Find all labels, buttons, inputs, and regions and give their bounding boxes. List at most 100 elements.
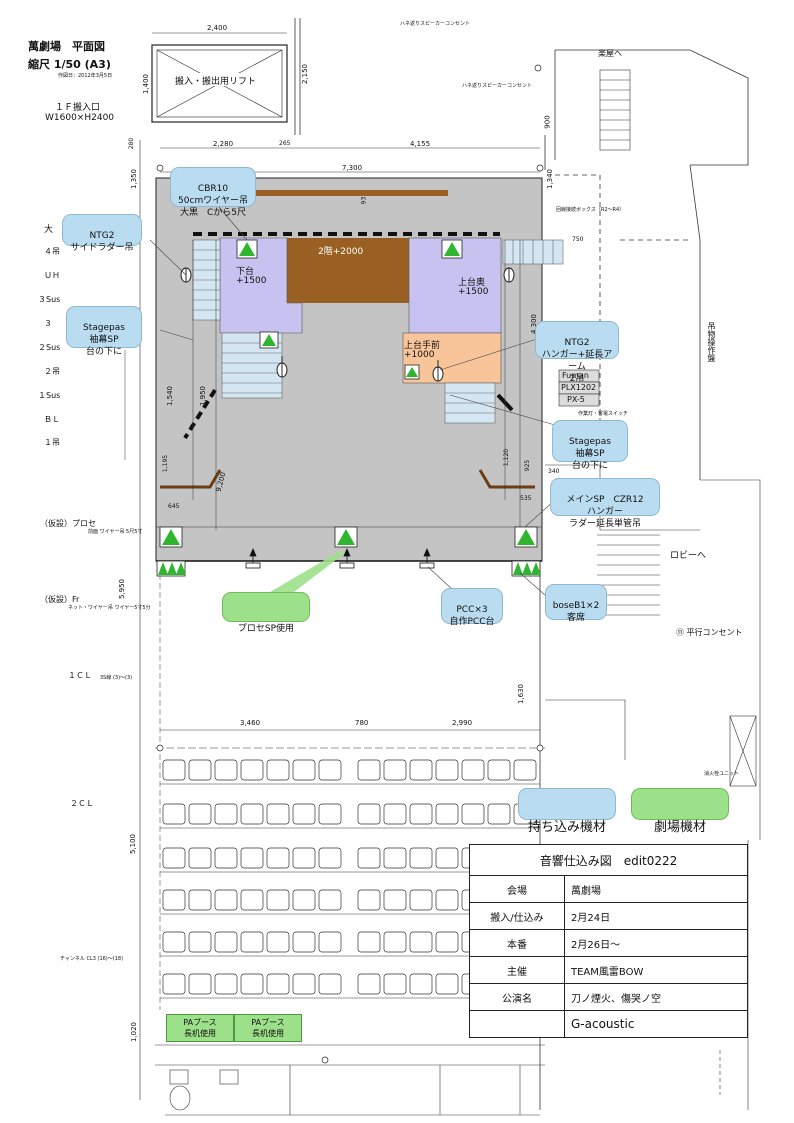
legend-brought-in: 持ち込み機材 [518, 788, 616, 835]
cl1-label: １ＣＬ [68, 671, 92, 680]
platform-2f [287, 238, 409, 303]
dim-lift-height: 1,400 [142, 73, 151, 95]
dim-780: 780 [355, 719, 369, 727]
fr-label: （仮設）Fr [40, 595, 80, 604]
prose-sub: 前面 ワイヤー吊 5尺5寸 [88, 529, 143, 535]
fr-sub: ネット・ワイヤー吊 ワイヤー5寸5分 [68, 605, 151, 611]
dim-1350: 1,350 [130, 168, 139, 190]
dim-925: 925 [524, 459, 532, 472]
dim-340: 340 [548, 468, 560, 475]
entrance-label: １Ｆ搬入口 [55, 103, 101, 113]
label-right-rear-1: 上台奥 [458, 278, 486, 288]
lift-label: 搬入・搬出用リフト [175, 77, 257, 87]
cl1-sub: 3S線 (3)〜(3) [100, 675, 133, 681]
switch-label: 作業灯・客電スイッチ [578, 411, 629, 417]
hang-label-2: ＵＨ [44, 271, 60, 280]
speaker-upstage-right [441, 239, 463, 259]
dim-535: 535 [520, 495, 532, 502]
speaker-bose-left [156, 560, 186, 577]
speaker-markers [156, 239, 541, 577]
dim-1340: 1,340 [546, 168, 555, 190]
dim-265: 265 [279, 140, 291, 147]
drawing-title: 萬劇場 平面図 [28, 40, 105, 53]
dim-5950: 5,950 [118, 578, 127, 600]
table-row: 会場萬劇場 [469, 875, 748, 903]
dim-280: 280 [128, 137, 136, 150]
hang-label-7: １Sus [38, 391, 61, 400]
hang-label-5: ２Sus [38, 343, 61, 352]
speaker-front-left [159, 526, 183, 548]
label-right-front-2: +1000 [404, 350, 435, 360]
line-box-label: 回線接続ボックス（R2～R4） [556, 207, 625, 213]
stage-stairs-right [444, 239, 564, 424]
label-2f-platform: 2階+2000 [318, 247, 364, 257]
platform-left [219, 237, 303, 334]
stage-stairs-left [192, 239, 283, 399]
extinguisher-label: 消火栓ユニット [704, 771, 740, 777]
dim-645: 645 [168, 503, 180, 510]
bottom-area [165, 1065, 540, 1116]
dim-2150: 2,150 [301, 63, 310, 85]
speaker-outlet-1: ハネ返りスピーカーコンセント [400, 21, 471, 27]
entrance-size: W1600×H2400 [45, 113, 115, 123]
table-row: 公演名刀ノ煙火、傷哭ノ空 [469, 983, 748, 1011]
hang-label-0: 大 [44, 225, 54, 235]
audience-seats [162, 759, 537, 995]
dim-1540: 1,540 [166, 385, 175, 407]
table-row: G-acoustic [469, 1010, 748, 1038]
hanging-panel-label: 吊物操作盤 [707, 322, 716, 362]
hang-label-3: ３Sus [38, 295, 61, 304]
hang-label-8: ＢＬ [44, 415, 60, 424]
label-left-platform-2: +1500 [236, 276, 267, 286]
label-right-rear-2: +1500 [458, 287, 489, 297]
speaker-left-side [259, 331, 279, 349]
dim-lift-width: 2,400 [207, 24, 228, 32]
parallel-outlet-label: ⑪ 平行コンセント [676, 628, 743, 637]
callout-prose-sp: プロセSP使用 [222, 592, 310, 634]
rack-fuman: Fuman [562, 371, 589, 380]
hang-label-6: ２吊 [44, 367, 60, 376]
speaker-right-side [404, 364, 420, 380]
cl2-label: ２ＣＬ [70, 799, 94, 808]
rack-plx1202: PLX1202 [561, 383, 597, 392]
speaker-upstage-left [236, 239, 258, 259]
dim-2280: 2,280 [213, 140, 234, 148]
drawing-scale: 縮尺 1/50 (A3) [28, 58, 111, 71]
dim-1950: 1,950 [199, 385, 208, 407]
hang-label-4: ３ [44, 319, 52, 328]
dim-3460: 3,460 [240, 719, 261, 727]
upper-stairs [599, 69, 631, 151]
dim-1120: 1,120 [503, 448, 511, 467]
dim-750: 750 [572, 236, 584, 243]
hang-label-1: ４吊 [44, 247, 60, 256]
info-table-title: 音響仕込み図 edit0222 [469, 844, 748, 876]
speaker-bose-right [511, 560, 541, 577]
lift [151, 44, 288, 123]
pcc-markers [245, 547, 435, 569]
dim-2990: 2,990 [452, 719, 473, 727]
hang-label-9: １吊 [44, 438, 60, 447]
prose-label: （仮設）プロセ [40, 519, 96, 528]
legend-theater: 劇場機材 [631, 788, 729, 835]
drawing-date: 作図日：2012年3月5日 [58, 73, 113, 79]
rack-px5: PX-5 [567, 395, 585, 404]
dim-5100: 5,100 [129, 833, 138, 855]
dim-7300: 7,300 [342, 164, 363, 172]
pa-booth-2: PAブース長机使用 [234, 1014, 302, 1042]
label-left-platform-1: 下台 [236, 267, 255, 277]
upstage-batten [210, 190, 448, 196]
dim-900: 900 [543, 115, 552, 129]
speaker-front-right [514, 526, 538, 548]
seat-sub: チャンネル CL3 (16)〜(18) [60, 956, 124, 962]
